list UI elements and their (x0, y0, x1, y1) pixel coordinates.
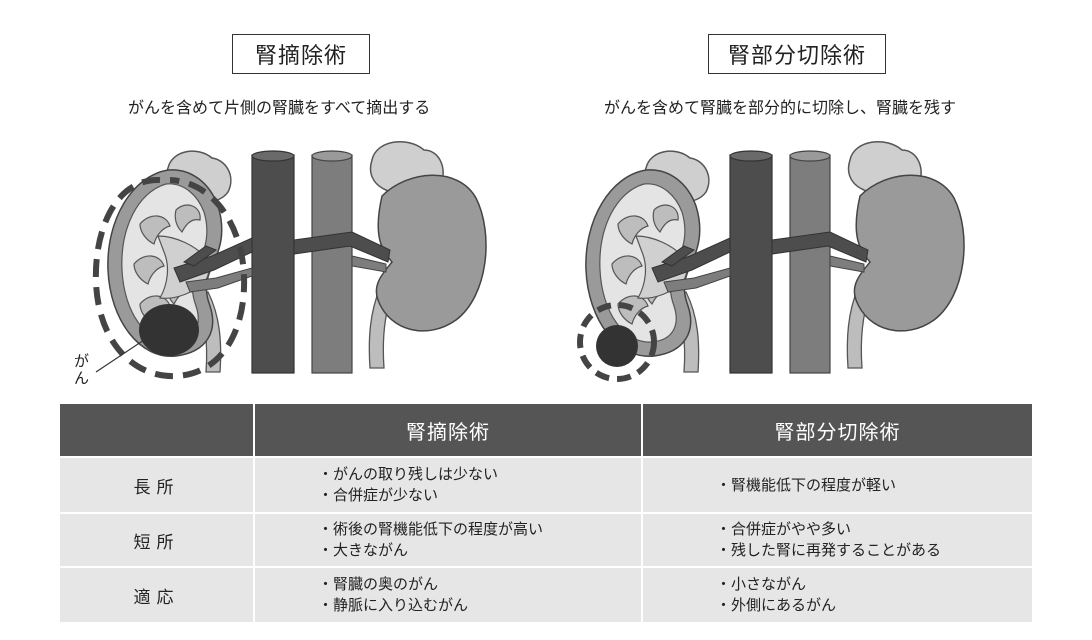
list-item: 小さながん (716, 574, 1031, 595)
excision-boundary-large (92, 176, 248, 380)
list-item: 大きながん (318, 540, 640, 561)
row-label-advantages: 長所 (60, 456, 254, 513)
list-item: 術後の腎機能低下の程度が高い (318, 519, 640, 540)
cell-partial-indications: 小さながん 外側にあるがん (641, 566, 1032, 622)
cell-partial-advantages: 腎機能低下の程度が軽い (641, 456, 1032, 513)
cell-nephrectomy-advantages: がんの取り残しは少ない 合併症が少ない (253, 456, 642, 513)
left-panel-subtitle: がんを含めて片側の腎臓をすべて摘出する (128, 98, 431, 117)
tumor-small (596, 325, 638, 367)
right-panel-subtitle: がんを含めて腎臓を部分的に切除し、腎臓を残す (604, 98, 957, 117)
cell-nephrectomy-indications: 腎臓の奥のがん 静脈に入り込むがん (253, 566, 642, 622)
header-partial-nephrectomy: 腎部分切除術 (641, 404, 1032, 457)
partial-nephrectomy-illustration (577, 140, 965, 382)
header-nephrectomy: 腎摘除術 (253, 404, 642, 457)
table-row: 短所 術後の腎機能低下の程度が高い 大きながん 合併症がやや多い 残した腎に再発… (60, 512, 1032, 567)
list-item: 合併症がやや多い (716, 519, 1031, 540)
excision-boundary-small (577, 302, 657, 382)
cell-nephrectomy-disadvantages: 術後の腎機能低下の程度が高い 大きながん (253, 512, 642, 567)
tumor-leader-line (95, 335, 151, 373)
list-item: 合併症が少ない (318, 485, 640, 506)
table-row: 長所 がんの取り残しは少ない 合併症が少ない 腎機能低下の程度が軽い (60, 456, 1032, 513)
row-label-indications: 適応 (60, 566, 254, 622)
list-item: 静脈に入り込むがん (318, 595, 640, 616)
row-label-disadvantages: 短所 (60, 512, 254, 567)
comparison-table: 腎摘除術 腎部分切除術 長所 がんの取り残しは少ない 合併症が少ない 腎機能低下… (60, 404, 1032, 622)
list-item: 腎機能低下の程度が軽い (716, 475, 1031, 496)
cell-partial-disadvantages: 合併症がやや多い 残した腎に再発することがある (641, 512, 1032, 567)
header-empty (60, 404, 254, 457)
list-item: 外側にあるがん (716, 595, 1031, 616)
nephrectomy-illustration (92, 140, 487, 380)
kidney-illustrations (92, 140, 965, 382)
tumor-label: がん (74, 352, 90, 387)
list-item: 残した腎に再発することがある (716, 540, 1031, 561)
list-item: 腎臓の奥のがん (318, 574, 640, 595)
table-row: 適応 腎臓の奥のがん 静脈に入り込むがん 小さながん 外側にあるがん (60, 566, 1032, 622)
right-panel-title: 腎部分切除術 (708, 34, 886, 74)
tumor-large (139, 304, 199, 356)
list-item: がんの取り残しは少ない (318, 464, 640, 485)
table-header-row: 腎摘除術 腎部分切除術 (60, 404, 1032, 457)
left-panel-title: 腎摘除術 (232, 34, 370, 74)
